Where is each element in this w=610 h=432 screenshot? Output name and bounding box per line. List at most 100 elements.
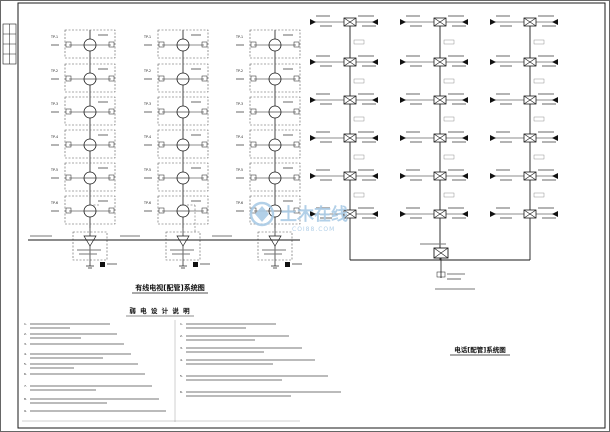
- note-number-left: 7.: [24, 384, 27, 388]
- outlet-icon: [293, 141, 300, 148]
- riser-cable-tag: [353, 192, 365, 198]
- outlet-icon: [293, 108, 300, 115]
- terminal-box-cross: [343, 95, 357, 105]
- floor-distribution-box: [157, 195, 209, 225]
- outlet-icon: [293, 75, 300, 82]
- riser-cable-tag: [443, 39, 455, 45]
- riser-cable-tag: [443, 116, 455, 122]
- telephone-outlet-icon: [462, 97, 468, 103]
- telephone-outlet-icon: [552, 135, 558, 141]
- terminal-box-cross: [343, 171, 357, 181]
- outlet-icon: [293, 174, 300, 181]
- terminal-box-cross: [433, 95, 447, 105]
- note-number-left: 3.: [24, 342, 27, 346]
- telephone-outlet-icon: [310, 211, 316, 217]
- riser-cable-tag: [533, 192, 545, 198]
- note-number-right: 4.: [180, 358, 183, 362]
- outlet-icon: [65, 141, 72, 148]
- floor-distribution-box: [249, 63, 301, 93]
- amplifier-triangle-icon: [83, 235, 97, 247]
- outlet-icon: [158, 108, 165, 115]
- outlet-icon: [158, 174, 165, 181]
- telephone-outlet-icon: [490, 19, 496, 25]
- riser-cable-tag: [533, 39, 545, 45]
- watermark-sub-text: COI88.COM: [292, 226, 335, 233]
- note-number-right: 5.: [180, 374, 183, 378]
- floor-box-code: TP-2: [235, 69, 243, 73]
- floor-box-code: TP-6: [50, 201, 58, 205]
- telephone-outlet-icon: [462, 173, 468, 179]
- catv-system-diagram: TP-1TP-2TP-3TP-4TP-5TP-6TP-1TP-2TP-3TP-4…: [28, 29, 302, 269]
- outlet-icon: [250, 41, 257, 48]
- telephone-outlet-icon: [400, 211, 406, 217]
- floor-box-code: TP-2: [143, 69, 151, 73]
- floor-box-code: TP-1: [235, 35, 243, 39]
- telephone-outlet-icon: [490, 59, 496, 65]
- junction-box-icon: [193, 262, 198, 267]
- note-number-right: 6.: [180, 390, 183, 394]
- terminal-box-cross: [433, 57, 447, 67]
- outlet-icon: [65, 41, 72, 48]
- telephone-outlet-icon: [400, 59, 406, 65]
- telephone-outlet-icon: [552, 59, 558, 65]
- telephone-column-2: [400, 15, 468, 219]
- floor-box-code: TP-1: [143, 35, 151, 39]
- outlet-icon: [250, 75, 257, 82]
- telephone-outlet-icon: [490, 211, 496, 217]
- note-number-left: 6.: [24, 372, 27, 376]
- distribution-frame-cross: [433, 247, 449, 259]
- terminal-box-cross: [523, 95, 537, 105]
- telephone-outlet-icon: [490, 97, 496, 103]
- outlet-icon: [201, 141, 208, 148]
- telephone-diagram-title: 电话[配管]系统图: [454, 345, 506, 354]
- floor-distribution-box: [64, 63, 116, 93]
- telephone-outlet-icon: [400, 135, 406, 141]
- outlet-icon: [108, 174, 115, 181]
- terminal-box-cross: [343, 57, 357, 67]
- watermark-logo-icon: [249, 201, 275, 227]
- riser-cable-tag: [353, 116, 365, 122]
- side-title-strip: [2, 23, 17, 65]
- telephone-outlet-icon: [462, 135, 468, 141]
- telephone-column-1: [310, 15, 378, 219]
- riser-cable-tag: [353, 154, 365, 160]
- telephone-outlet-icon: [462, 59, 468, 65]
- floor-box-code: TP-2: [50, 69, 58, 73]
- terminal-box-cross: [343, 209, 357, 219]
- outlet-icon: [158, 75, 165, 82]
- amplifier-triangle-icon: [176, 235, 190, 247]
- catv-diagram-title: 有线电视[配管]系统图: [135, 283, 204, 292]
- watermark: 土木在线 COI88.COM: [249, 201, 348, 233]
- telephone-outlet-icon: [462, 211, 468, 217]
- riser-cable-tag: [353, 78, 365, 84]
- design-notes-block: 1.2.3.4.5.6.7.8.9.1.2.3.4.5.6.: [22, 320, 341, 422]
- outlet-icon: [201, 75, 208, 82]
- outlet-icon: [65, 108, 72, 115]
- outlet-icon: [201, 207, 208, 214]
- terminal-box-cross: [343, 133, 357, 143]
- note-number-right: 1.: [180, 322, 183, 326]
- floor-distribution-box: [249, 162, 301, 192]
- floor-distribution-box: [249, 96, 301, 126]
- floor-distribution-box: [249, 195, 301, 225]
- telephone-outlet-icon: [400, 19, 406, 25]
- telephone-outlet-icon: [310, 97, 316, 103]
- floor-distribution-box: [157, 96, 209, 126]
- floor-distribution-box: [64, 162, 116, 192]
- telephone-outlet-icon: [372, 97, 378, 103]
- riser-cable-tag: [533, 116, 545, 122]
- floor-distribution-box: [64, 29, 116, 59]
- design-notes-title: 弱 电 设 计 说 明: [129, 306, 190, 315]
- terminal-box-cross: [433, 209, 447, 219]
- note-number-left: 8.: [24, 397, 27, 401]
- floor-distribution-box: [64, 129, 116, 159]
- floor-box-code: TP-5: [235, 168, 243, 172]
- outlet-icon: [250, 141, 257, 148]
- outlet-icon: [250, 108, 257, 115]
- floor-box-code: TP-4: [143, 135, 151, 139]
- floor-box-code: TP-5: [143, 168, 151, 172]
- terminal-box-cross: [523, 17, 537, 27]
- outlet-icon: [293, 207, 300, 214]
- telephone-outlet-icon: [552, 19, 558, 25]
